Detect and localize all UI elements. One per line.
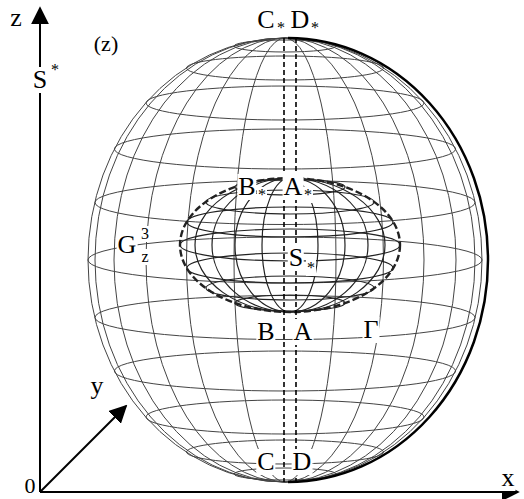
point-label: A [293,319,314,345]
superscript-mark: 3 [140,226,150,242]
subscript-mark: * [257,187,267,203]
point-label: B [256,319,275,345]
subscript-mark: * [306,260,316,276]
coordinate-axes [40,8,518,492]
domain-label: G [117,232,138,258]
subscript-mark: z [140,249,149,265]
region-label: (z) [93,33,119,55]
outer-sphere [88,38,488,482]
subscript-mark: * [303,187,313,203]
axis-label: x [501,465,516,491]
point-label: A [283,174,304,200]
point-label: C [256,7,275,33]
axis-label: y [90,373,105,399]
axis-label: z [9,5,23,31]
surface-label: S [32,67,48,93]
point-label: B [237,174,256,200]
subscript-mark: * [276,20,286,36]
origin-label: 0 [24,475,37,497]
superscript-mark: * [50,62,60,78]
point-label: D [292,449,313,475]
point-label: D [290,7,311,33]
surface-label: S [288,245,304,271]
point-label: C [256,449,275,475]
subscript-mark: * [310,20,320,36]
curve-label: Γ [362,317,379,343]
